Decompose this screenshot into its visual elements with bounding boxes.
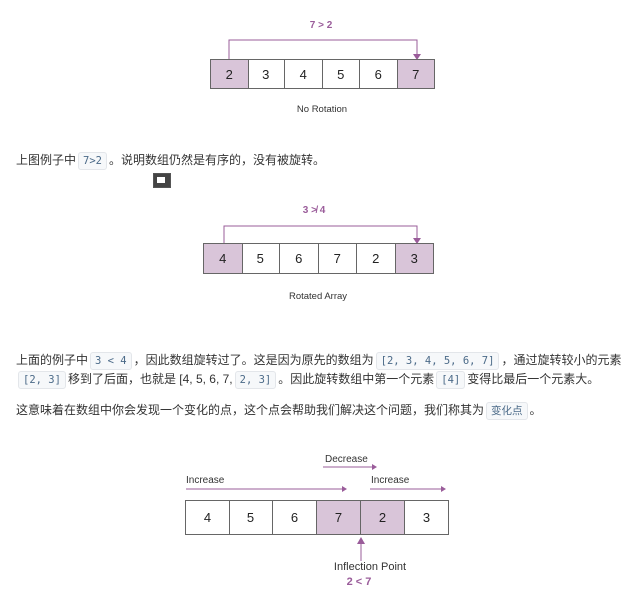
array-cell: 3 [405, 500, 449, 535]
para2-line1-text-c: ，通过旋转较小的元素 [501, 353, 622, 367]
arrow-head-icon [413, 238, 421, 244]
array-cell: 2 [210, 59, 249, 89]
para1-code: 7>2 [78, 152, 107, 170]
para2-line1-text-a: 上面的例子中 [16, 353, 89, 367]
para2-line2-code-3: [4] [436, 371, 466, 389]
inflection-arrow-head-icon [357, 537, 365, 544]
para3-code: 变化点 [486, 402, 528, 420]
diagram2-arrow [223, 225, 421, 245]
arrow-head-icon [413, 54, 421, 60]
inflection-compare: 2 < 7 [346, 576, 372, 588]
para1-text-after: 。说明数组仍然是有序的，没有被旋转。 [108, 153, 325, 167]
para2-line2-code-1: [2, 3] [18, 371, 66, 389]
diagram3-arrows [186, 464, 446, 561]
increase-left-arrow-head-icon [342, 486, 347, 492]
paragraph-3: 这意味着在数组中你会发现一个变化的点，这个点会帮助我们解决这个问题，我们称其为变… [16, 400, 542, 420]
para2-line2-text-b: 。因此旋转数组中第一个元素 [278, 372, 435, 386]
broken-image-icon [153, 173, 171, 188]
para2-line2-text-a: 移到了后面，也就是 [4, 5, 6, 7, [67, 372, 233, 386]
diagram1-compare: 7 > 2 [309, 20, 333, 31]
array-cell: 7 [397, 59, 435, 89]
para3-text-before: 这意味着在数组中你会发现一个变化的点，这个点会帮助我们解决这个问题，我们称其为 [16, 403, 485, 417]
decrease-label: Decrease [325, 454, 368, 465]
increase-right-label: Increase [371, 475, 410, 486]
array-cell: 7 [317, 500, 361, 535]
para2-line1-code-2: [2, 3, 4, 5, 6, 7] [375, 352, 500, 370]
diagram2-compare: 3 ≯ 4 [302, 205, 326, 216]
paragraph-2-line-2: [2, 3]移到了后面，也就是 [4, 5, 6, 7,2, 3]。因此旋转数组… [16, 369, 599, 389]
diagram1-arrow [228, 39, 421, 60]
para2-line1-code-1: 3 < 4 [90, 352, 132, 370]
array-cell: 6 [273, 500, 317, 535]
diagram2-caption: Rotated Array [288, 291, 348, 302]
para2-line1-text-b: ，因此数组旋转过了。这是因为原先的数组为 [133, 353, 374, 367]
array-cell: 4 [203, 243, 243, 274]
para1-text-before: 上图例子中 [16, 153, 77, 167]
array-cell: 6 [360, 59, 398, 89]
para2-line2-text-c: 变得比最后一个元素大。 [467, 372, 600, 386]
array-cell: 2 [357, 243, 396, 274]
inflection-point-label: Inflection Point [333, 561, 407, 573]
array-cell: 4 [285, 59, 323, 89]
diagram1-caption: No Rotation [296, 104, 348, 115]
array-cell: 6 [280, 243, 319, 274]
decrease-arrow-head-icon [372, 464, 377, 470]
array-cell: 5 [241, 243, 280, 274]
array-cell: 5 [322, 59, 360, 89]
array-cell: 3 [247, 59, 285, 89]
para2-line2-code-2: 2, 3] [234, 371, 277, 389]
increase-left-label: Increase [186, 475, 225, 486]
array-cell: 2 [361, 500, 405, 535]
array-cell: 5 [229, 500, 273, 535]
array-cell: 7 [318, 243, 357, 274]
para3-text-after: 。 [529, 403, 542, 417]
array-cell: 3 [395, 243, 434, 274]
increase-right-arrow-head-icon [441, 486, 446, 492]
array-cell: 4 [185, 500, 230, 535]
